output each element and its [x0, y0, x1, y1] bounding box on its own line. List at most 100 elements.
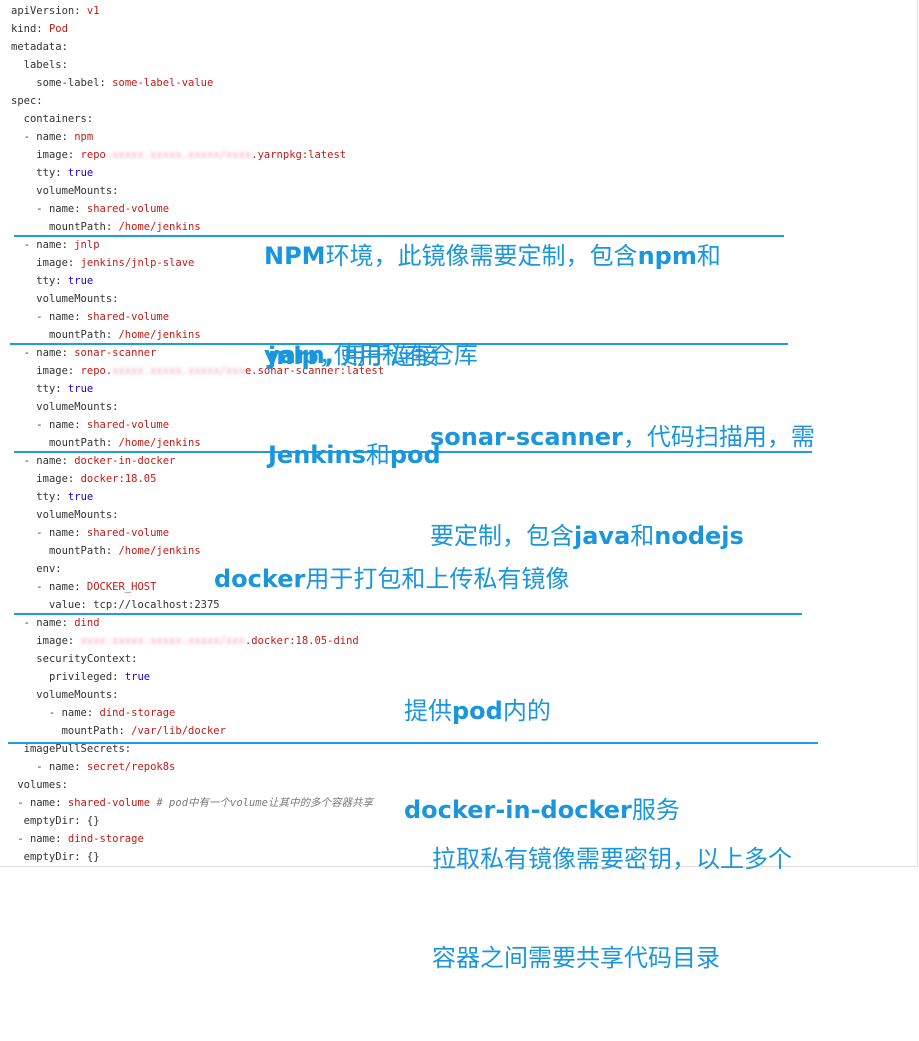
yaml-key: mountPath:	[61, 725, 125, 737]
code-line: apiVersion: v1	[11, 2, 100, 20]
code-line: volumeMounts:	[11, 182, 118, 200]
yaml-key: name:	[48, 581, 81, 593]
note-text: pod	[452, 697, 503, 725]
code-line: image: jenkins/jnlp-slave	[11, 254, 194, 272]
note-sonar-line2: 要定制，包含java和nodejs	[430, 520, 815, 553]
note-text: NPM	[264, 242, 326, 270]
yaml-key: name:	[29, 797, 62, 809]
yaml-key: image:	[36, 635, 75, 647]
yaml-value: DOCKER_HOST	[86, 581, 157, 593]
yaml-key: kind:	[11, 23, 43, 35]
yaml-key: privileged:	[48, 671, 119, 683]
note-text: ，代码扫描用，需	[622, 423, 815, 451]
code-line: - name: shared-volume	[11, 527, 170, 539]
code-line: - name: secret/repok8s	[11, 761, 176, 773]
note-text: 提供	[404, 697, 452, 725]
note-sonar-line1: sonar-scanner，代码扫描用，需	[430, 421, 815, 454]
yaml-value: docker:18.05	[80, 473, 157, 485]
yaml-value: /var/lib/docker	[131, 725, 226, 737]
yaml-key: imagePullSecrets:	[23, 743, 132, 755]
yaml-key: name:	[48, 761, 81, 773]
yaml-value: docker-in-docker	[74, 455, 176, 467]
code-line: privileged: true	[11, 668, 150, 686]
note-text: java	[574, 522, 631, 550]
yaml-key: value:	[48, 599, 87, 611]
yaml-value: true	[67, 491, 94, 503]
note-npm-line1: NPM环境，此镜像需要定制，包含npm和	[264, 240, 721, 273]
yaml-value: true	[67, 167, 94, 179]
yaml-value: secret/repok8s	[86, 761, 176, 773]
note-text: 和	[630, 522, 655, 550]
yaml-key: emptyDir:	[23, 851, 81, 863]
separator-npm	[14, 235, 784, 237]
code-line: - name: dind-storage	[11, 707, 176, 719]
code-line: volumes:	[11, 776, 68, 794]
code-line: securityContext:	[11, 650, 137, 668]
note-text: ，用于连接	[318, 342, 439, 370]
yaml-key: containers:	[23, 113, 94, 125]
yaml-key: volumeMounts:	[36, 293, 119, 305]
yaml-key: name:	[48, 203, 81, 215]
code-line: - name: dind	[11, 617, 100, 629]
yaml-key: mountPath:	[48, 545, 113, 557]
note-text: yarn,	[264, 341, 334, 369]
note-jnlp-line2: Jenkins和pod	[268, 439, 441, 472]
yaml-key: env:	[36, 563, 62, 575]
yaml-comment: # pod中有一个volume让其中的多个容器共享	[150, 797, 373, 809]
yaml-value: .yarnpkg:latest	[251, 149, 347, 161]
yaml-key: tty:	[36, 383, 62, 395]
note-text: Jenkins	[268, 441, 366, 469]
yaml-key: tty:	[36, 275, 62, 287]
yaml-key: mountPath:	[48, 221, 113, 233]
yaml-key: some-label:	[36, 77, 106, 89]
yaml-key: mountPath:	[48, 437, 113, 449]
yaml-key: metadata:	[11, 41, 68, 53]
note-text: 使用私有仓库	[333, 341, 478, 369]
separator-dind	[8, 742, 818, 744]
yaml-key: image:	[36, 149, 75, 161]
code-line: image: xxxx.xxxxx.xxxxx.xxxxx/xxx.docker…	[11, 632, 358, 650]
redacted-value: xxxxx.xxxxx.xxxxx/xxx	[112, 365, 245, 377]
yaml-value: /home/jenkins	[118, 221, 201, 233]
yaml-value: shared-volume	[67, 797, 151, 809]
yaml-key: image:	[36, 257, 75, 269]
yaml-key: name:	[36, 347, 68, 359]
code-line: mountPath: /home/jenkins	[11, 326, 201, 344]
note-text: jnlp	[268, 342, 319, 370]
note-jnlp-line1: jnlp，用于连接	[268, 340, 441, 373]
note-text: npm	[637, 242, 697, 270]
yaml-value: dind-storage	[67, 833, 144, 845]
code-line: - name: shared-volume	[11, 203, 170, 215]
code-line: mountPath: /home/jenkins	[11, 434, 201, 452]
code-line: tty: true	[11, 164, 93, 182]
yaml-key: name:	[48, 419, 81, 431]
code-line: tty: true	[11, 380, 93, 398]
separator-docker	[14, 613, 802, 615]
code-line: - name: dind-storage	[11, 833, 144, 845]
yaml-key: apiVersion:	[11, 5, 81, 17]
code-line: emptyDir: {}	[11, 812, 100, 830]
code-line: metadata:	[11, 38, 68, 56]
yaml-value: sonar-scanner	[74, 347, 157, 359]
yaml-value: {}	[86, 815, 100, 827]
code-line: volumeMounts:	[11, 398, 118, 416]
yaml-value: jenkins/jnlp-slave	[80, 257, 195, 269]
yaml-value: dind	[74, 617, 100, 629]
yaml-value: /home/jenkins	[118, 437, 201, 449]
yaml-key: volumes:	[17, 779, 68, 791]
yaml-key: name:	[36, 455, 68, 467]
yaml-value: /home/jenkins	[118, 329, 201, 341]
note-text: sonar-scanner	[430, 423, 623, 451]
separator-jnlp	[10, 343, 788, 345]
separator-sonar	[14, 451, 812, 453]
note-docker-line1: docker用于打包和上传私有镜像	[214, 563, 569, 596]
code-line: spec:	[11, 92, 43, 110]
yaml-value: some-label-value	[112, 77, 214, 89]
code-line: image: repo.xxxxx.xxxxx.xxxxx/xxxe.sonar…	[11, 362, 384, 380]
yaml-value: /home/jenkins	[118, 545, 201, 557]
redacted-value: .xxxxx.xxxxx.xxxxx/xxxx	[105, 149, 252, 161]
yaml-key: name:	[61, 707, 94, 719]
code-line: mountPath: /home/jenkins	[11, 218, 201, 236]
yaml-key: emptyDir:	[23, 815, 81, 827]
